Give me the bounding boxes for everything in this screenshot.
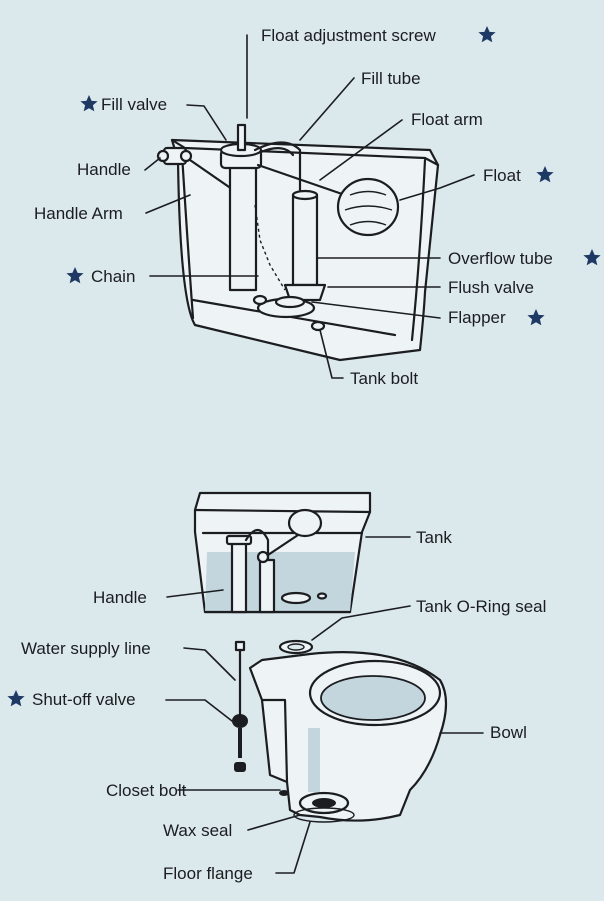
- toilet-illustration: [193, 491, 448, 823]
- label-float: Float: [483, 166, 521, 185]
- tank-rim: [170, 138, 440, 167]
- label-water-supply-line: Water supply line: [21, 639, 151, 658]
- star-icon: [536, 166, 554, 183]
- tank-bolt-part: [310, 320, 326, 332]
- label-float-arm: Float arm: [411, 110, 483, 129]
- star-icon: [583, 249, 601, 266]
- star-icon: [66, 267, 84, 284]
- label-handle-top: Handle: [77, 160, 131, 179]
- label-closet-bolt: Closet bolt: [106, 781, 187, 800]
- tank-water: [205, 552, 355, 612]
- fill-valve-part: [219, 123, 263, 292]
- shut-off-valve-part: [232, 714, 248, 772]
- chain-part: [254, 204, 286, 291]
- label-shut-off-valve: Shut-off valve: [32, 690, 136, 709]
- tank-inner-wall-right: [410, 158, 427, 342]
- top-leader-lines: [144, 34, 475, 379]
- star-icon: [7, 690, 25, 707]
- label-wax-seal: Wax seal: [163, 821, 232, 840]
- label-bowl: Bowl: [490, 723, 527, 742]
- label-chain: Chain: [91, 267, 135, 286]
- label-flush-valve: Flush valve: [448, 278, 534, 297]
- label-tank: Tank: [416, 528, 452, 547]
- label-tank-bolt: Tank bolt: [350, 369, 418, 388]
- floor-flange-part: [293, 807, 355, 823]
- label-float-adjustment-screw: Float adjustment screw: [261, 26, 437, 45]
- label-handle-arm: Handle Arm: [34, 204, 123, 223]
- flapper-part: [252, 294, 316, 319]
- top-labels: Float adjustment screw Fill tube Fill va…: [34, 26, 601, 388]
- float-part: [336, 177, 400, 237]
- star-icon: [527, 309, 545, 326]
- label-overflow-tube: Overflow tube: [448, 249, 553, 268]
- star-icon: [80, 95, 98, 112]
- float-arm-part: [256, 163, 347, 197]
- fill-tube-part: [253, 141, 302, 202]
- label-flapper: Flapper: [448, 308, 506, 327]
- tank-interior-illustration: [156, 123, 440, 362]
- label-fill-valve: Fill valve: [101, 95, 167, 114]
- label-fill-tube: Fill tube: [361, 69, 421, 88]
- label-handle-bottom: Handle: [93, 588, 147, 607]
- bottom-leader-lines: [165, 536, 484, 874]
- label-floor-flange: Floor flange: [163, 864, 253, 883]
- star-icon: [478, 26, 496, 43]
- tank-inner-wall-left: [180, 152, 195, 320]
- closet-bolt-part: [279, 790, 289, 796]
- label-tank-o-ring-seal: Tank O-Ring seal: [416, 597, 546, 616]
- overflow-tube-part: [291, 189, 319, 287]
- bottom-labels: Tank Handle Tank O-Ring seal Water suppl…: [7, 528, 546, 883]
- handle-part: [156, 146, 193, 166]
